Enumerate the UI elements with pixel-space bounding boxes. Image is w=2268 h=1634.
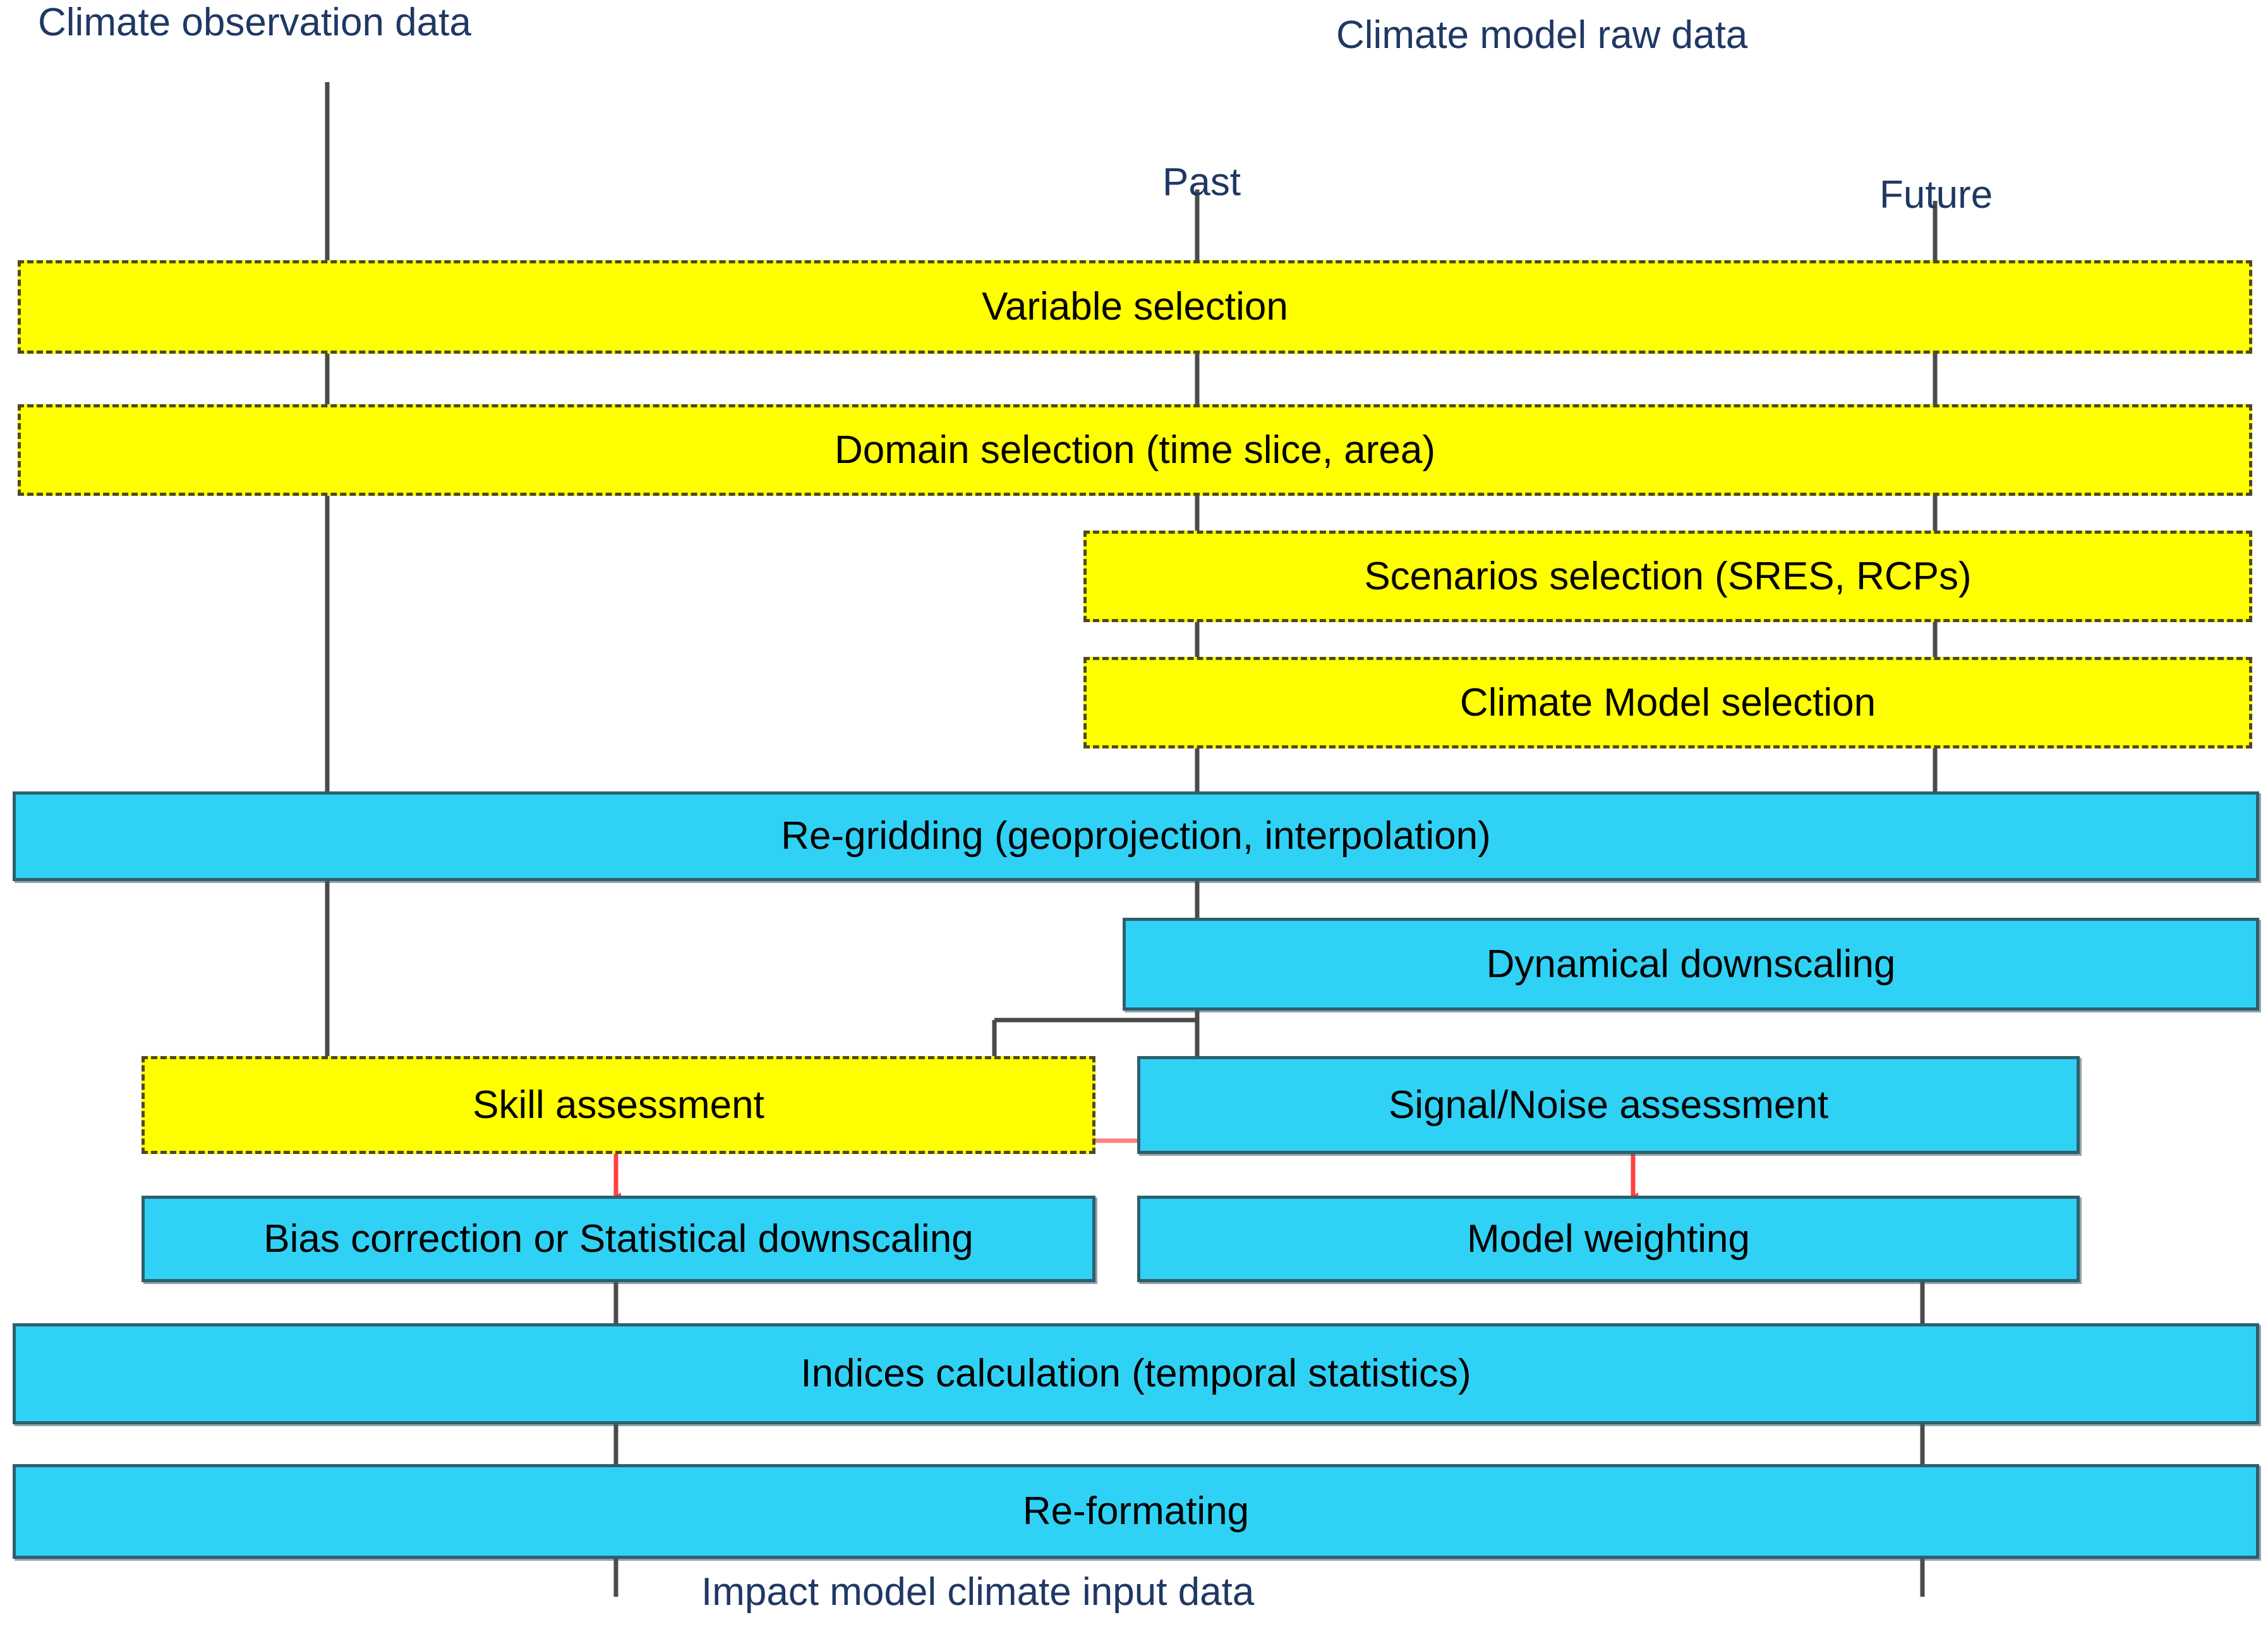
node-dynamical-downscaling-label: Dynamical downscaling	[1486, 942, 1896, 986]
node-re-gridding-label: Re-gridding (geoprojection, interpolatio…	[781, 814, 1491, 858]
node-signal-noise-assessment-label: Signal/Noise assessment	[1388, 1083, 1829, 1127]
node-indices-calculation-label: Indices calculation (temporal statistics…	[800, 1352, 1471, 1395]
node-dynamical-downscaling[interactable]: Dynamical downscaling	[1123, 918, 2259, 1011]
node-model-weighting[interactable]: Model weighting	[1137, 1196, 2080, 1282]
node-scenarios-selection[interactable]: Scenarios selection (SRES, RCPs)	[1083, 531, 2252, 622]
node-variable-selection-label: Variable selection	[982, 285, 1288, 328]
node-skill-assessment-label: Skill assessment	[473, 1083, 764, 1127]
label-past: Past	[1162, 160, 1241, 204]
node-re-formatting[interactable]: Re-formating	[13, 1464, 2259, 1559]
label-impact-model-climate-input-data: Impact model climate input data	[701, 1570, 1255, 1614]
node-signal-noise-assessment[interactable]: Signal/Noise assessment	[1137, 1056, 2080, 1154]
node-re-gridding[interactable]: Re-gridding (geoprojection, interpolatio…	[13, 791, 2259, 881]
node-climate-model-selection-label: Climate Model selection	[1459, 680, 1876, 724]
node-domain-selection[interactable]: Domain selection (time slice, area)	[18, 404, 2252, 496]
label-climate-observation-data: Climate observation data	[38, 1, 471, 44]
label-future: Future	[1879, 173, 1993, 217]
node-domain-selection-label: Domain selection (time slice, area)	[834, 428, 1435, 472]
node-skill-assessment[interactable]: Skill assessment	[142, 1056, 1095, 1154]
node-re-formatting-label: Re-formating	[1022, 1489, 1250, 1533]
node-model-weighting-label: Model weighting	[1466, 1216, 1751, 1261]
node-climate-model-selection[interactable]: Climate Model selection	[1083, 657, 2252, 748]
node-indices-calculation[interactable]: Indices calculation (temporal statistics…	[13, 1323, 2259, 1424]
node-variable-selection[interactable]: Variable selection	[18, 260, 2252, 354]
node-bias-correction-label: Bias correction or Statistical downscali…	[263, 1216, 974, 1261]
node-bias-correction[interactable]: Bias correction or Statistical downscali…	[142, 1196, 1095, 1282]
label-climate-model-raw-data: Climate model raw data	[1336, 13, 1748, 57]
node-scenarios-selection-label: Scenarios selection (SRES, RCPs)	[1364, 554, 1972, 598]
